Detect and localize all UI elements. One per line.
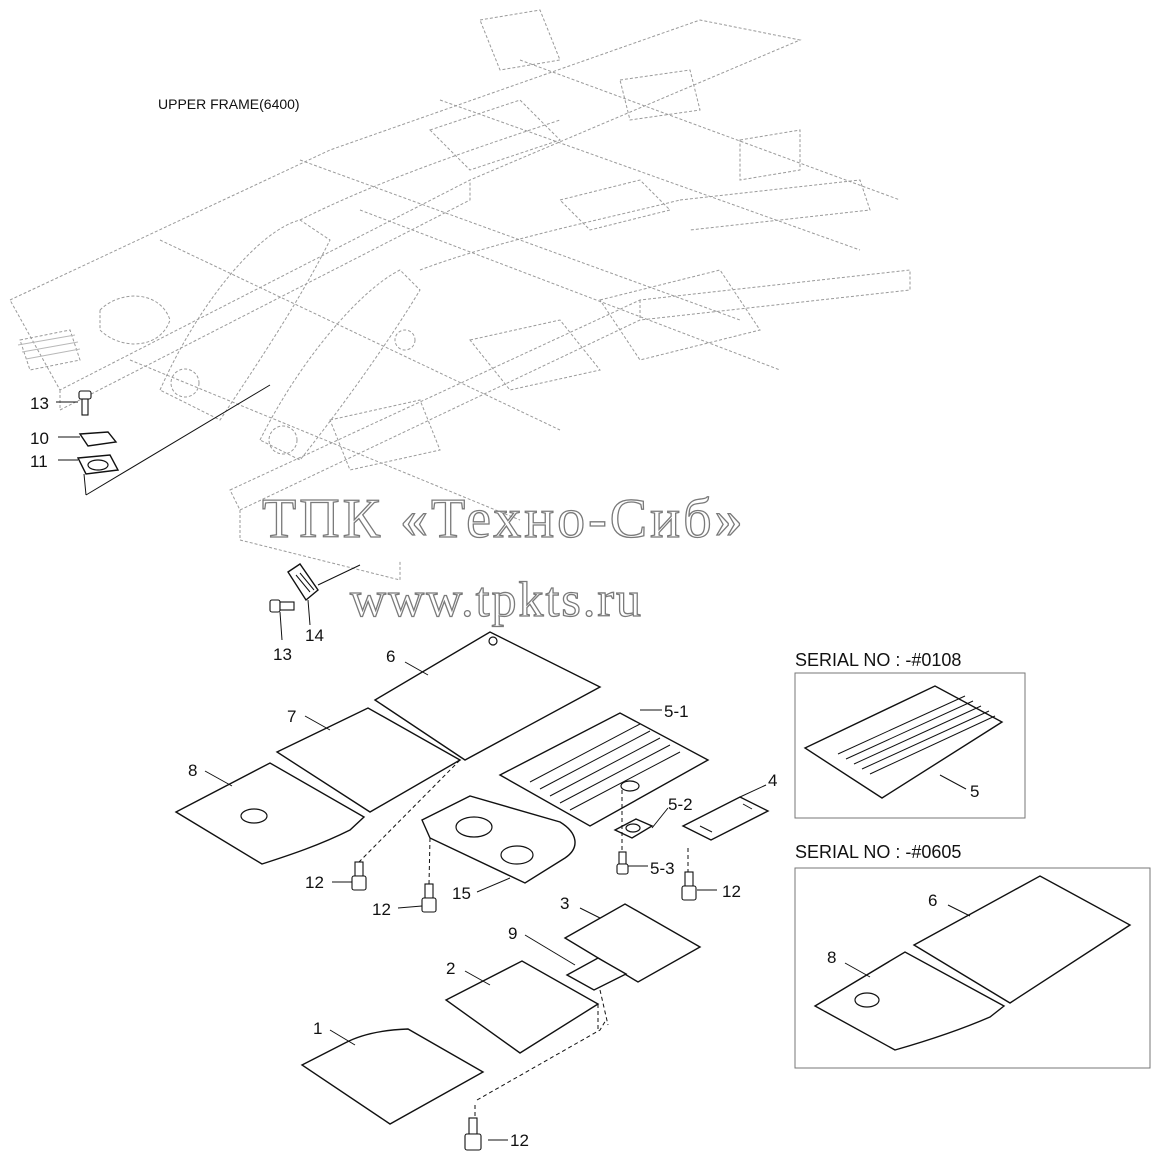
plate-5-variant: [803, 685, 1004, 799]
upper-frame-ghost: [9, 9, 911, 581]
plate-6-variant: [912, 875, 1132, 1004]
serial-title-0605: SERIAL NO : -#0605: [795, 842, 961, 862]
callout-12-b: 12: [372, 900, 391, 919]
bolt-12-d: [464, 1117, 482, 1151]
frame-label: UPPER FRAME(6400): [158, 96, 300, 112]
callout-7: 7: [287, 707, 296, 726]
bolt-13-top: [78, 390, 92, 416]
watermark-company: ТПК «Техно-Сиб»: [262, 488, 746, 550]
plate-8-variant: [813, 951, 1006, 1051]
floor-plates: [174, 631, 770, 1125]
cover-plate-14: [287, 563, 319, 602]
serial-title-0108: SERIAL NO : -#0108: [795, 650, 961, 670]
plate-15: [421, 795, 576, 884]
callout-13-mid: 13: [273, 645, 292, 664]
callout-8: 8: [188, 761, 197, 780]
callout-5-2: 5-2: [668, 795, 693, 814]
callout-14: 14: [305, 626, 324, 645]
callout-1: 1: [313, 1019, 322, 1038]
bolt-12-b: [421, 883, 437, 913]
plate-8: [174, 762, 366, 865]
leader-lines: [204, 661, 767, 1141]
callout-10: 10: [30, 429, 49, 448]
callout-13-top: 13: [30, 394, 49, 413]
callout-6-variant: 6: [928, 891, 937, 910]
callout-12-d: 12: [510, 1131, 529, 1150]
callout-2: 2: [446, 959, 455, 978]
callout-15: 15: [452, 884, 471, 903]
callout-3: 3: [560, 894, 569, 913]
watermark-url: www.tpkts.ru: [350, 571, 643, 627]
callout-5-3: 5-3: [650, 859, 675, 878]
callout-5-1: 5-1: [664, 702, 689, 721]
bolts: [351, 851, 697, 1151]
callout-5-variant: 5: [970, 782, 979, 801]
cover-assembly-left: [56, 384, 271, 496]
serial-box-0605: SERIAL NO : -#0605 6 8: [794, 842, 1151, 1069]
serial-box-0108: SERIAL NO : -#0108 5: [794, 650, 1026, 819]
bracket-4: [681, 796, 770, 841]
plate-6: [373, 631, 602, 761]
cover-assembly-mid: [269, 563, 361, 641]
callout-12-a: 12: [305, 873, 324, 892]
plate-1: [300, 1028, 485, 1125]
cover-plate-10: [78, 431, 118, 447]
plate-5-1: [498, 712, 710, 827]
bolt-12-c: [681, 871, 697, 901]
bolt-12-a: [351, 861, 367, 891]
callout-6: 6: [386, 647, 395, 666]
callout-9: 9: [508, 924, 517, 943]
callout-4: 4: [768, 771, 777, 790]
callout-8-variant: 8: [827, 948, 836, 967]
bolt-5-3: [616, 851, 629, 875]
plate-9: [565, 957, 628, 991]
callout-11: 11: [30, 452, 48, 471]
callout-12-c: 12: [722, 882, 741, 901]
